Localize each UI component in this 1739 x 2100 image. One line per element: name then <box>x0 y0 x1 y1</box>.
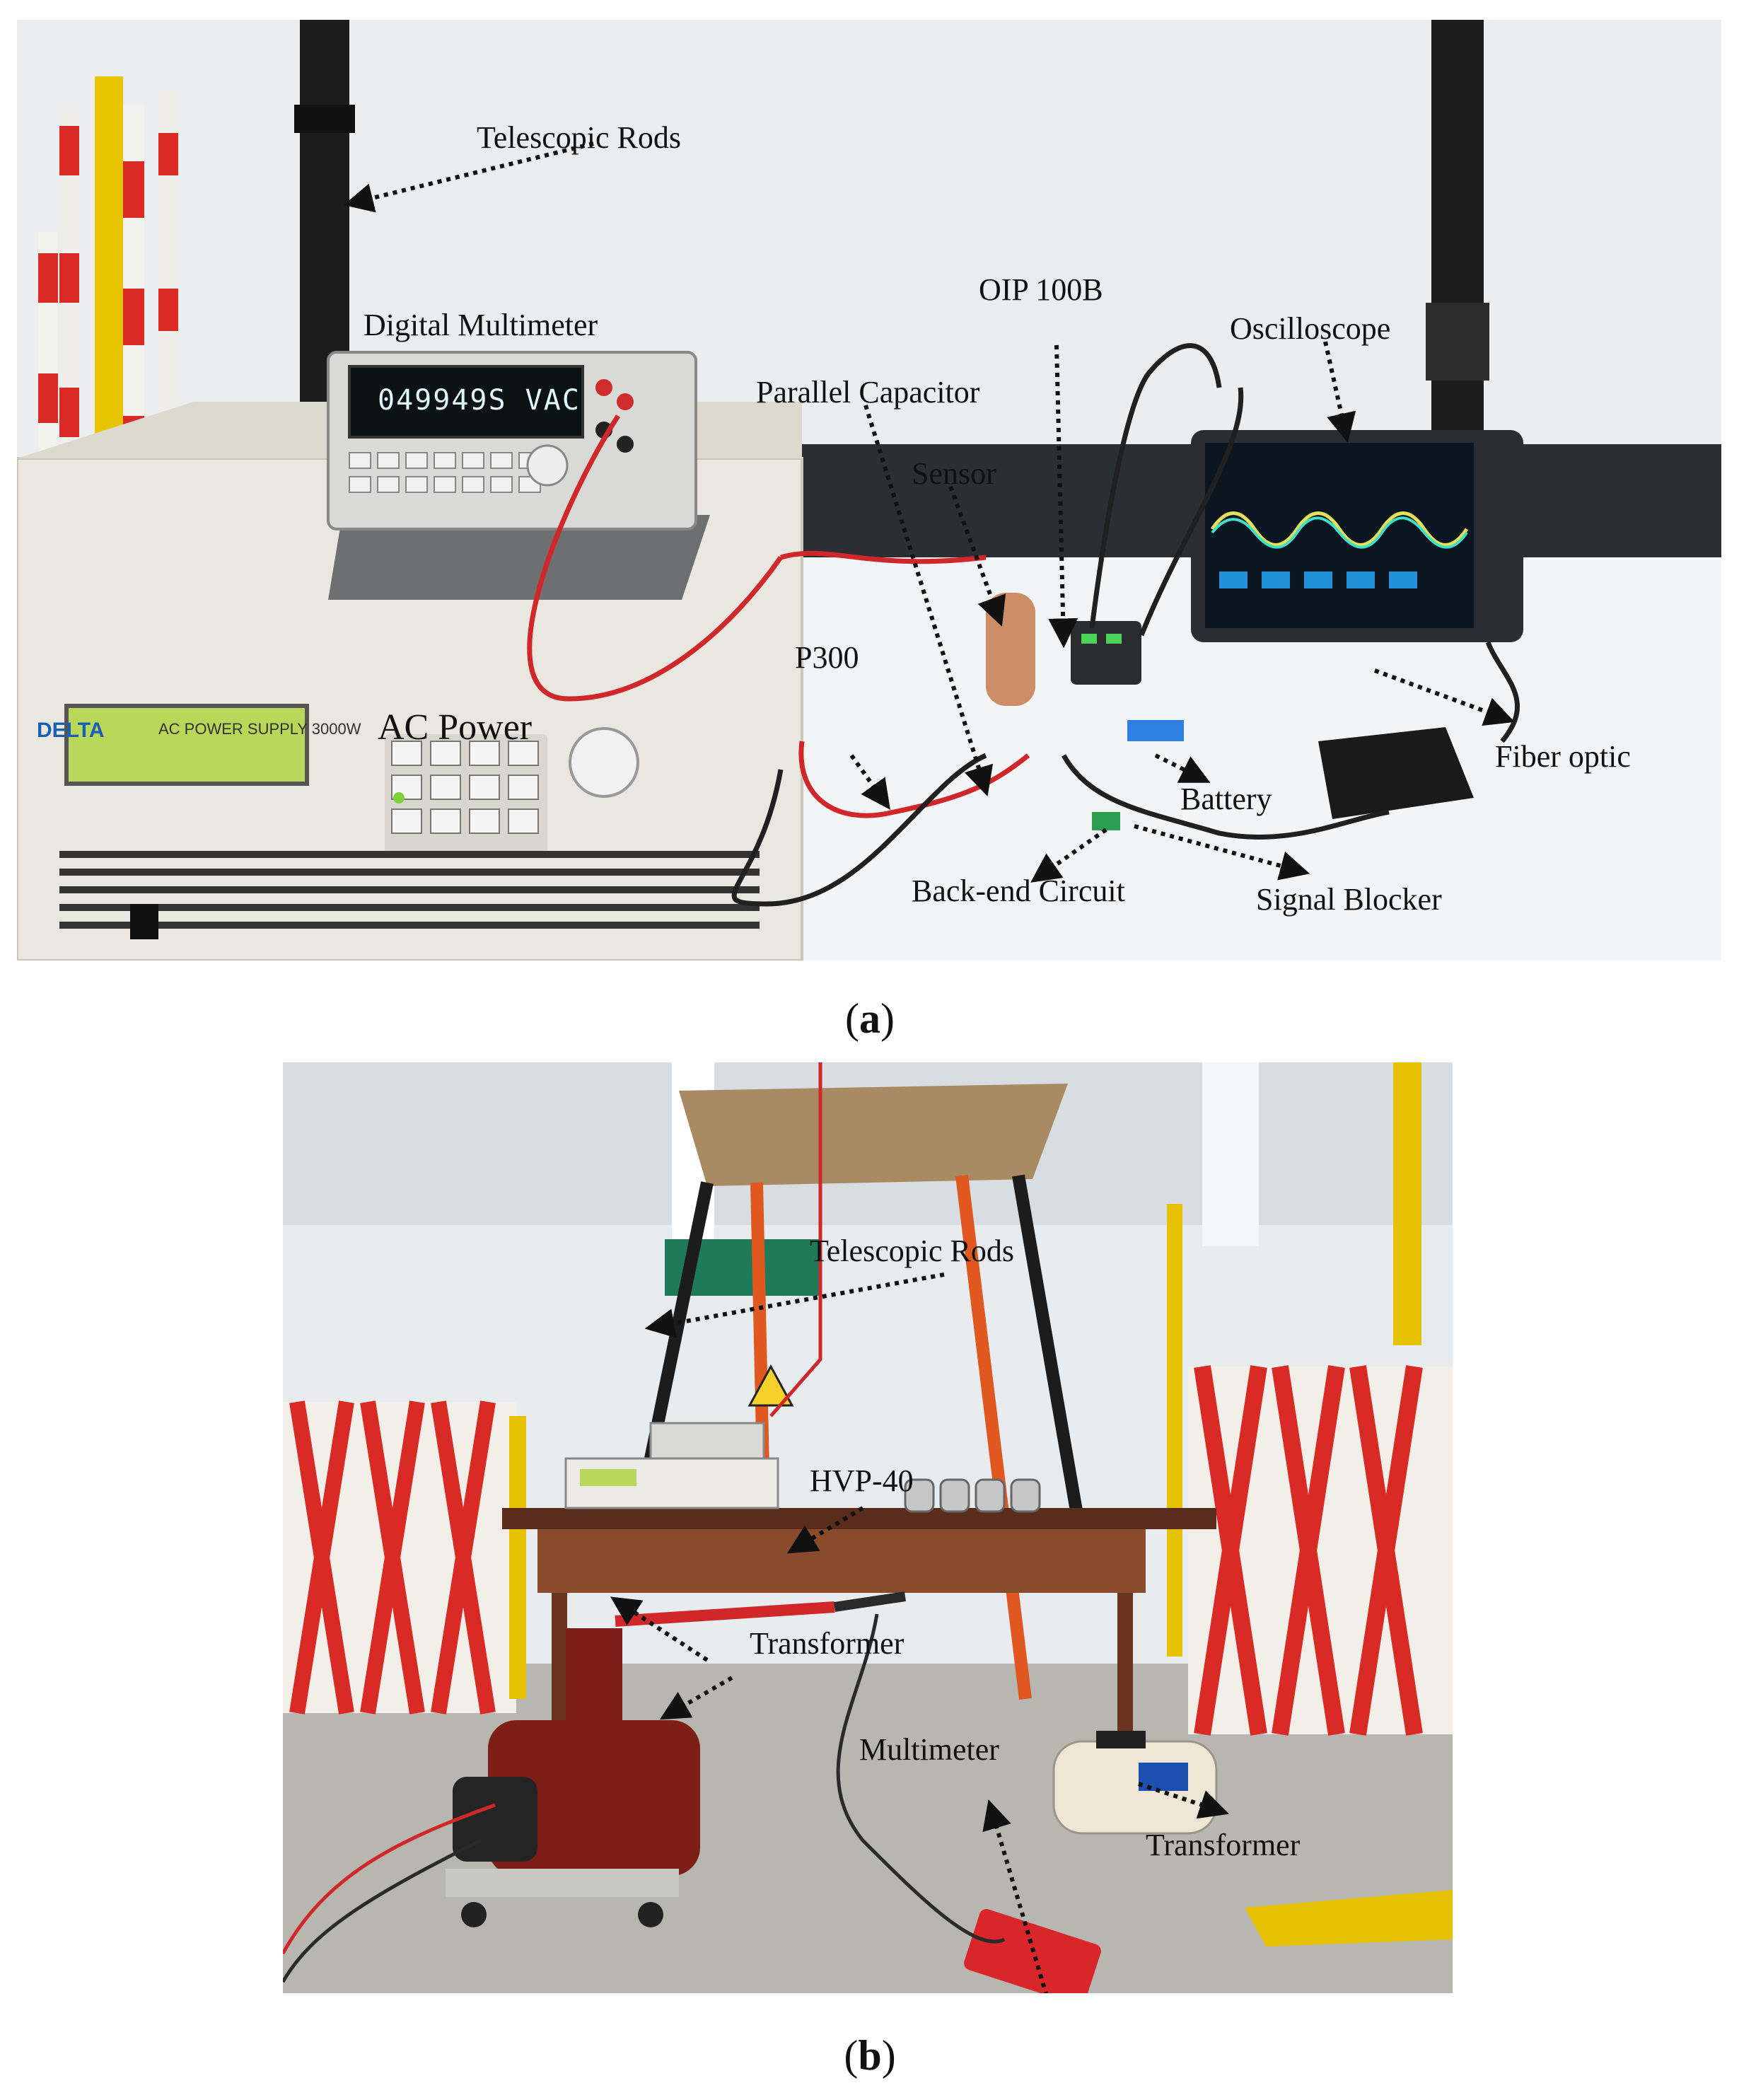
psu-model: AC POWER SUPPLY 3000W <box>158 720 361 738</box>
label-parallel-capacitor: Parallel Capacitor <box>756 375 980 410</box>
cables-b <box>283 1062 1006 1983</box>
oip-100b-device <box>1071 621 1141 685</box>
label-sensor: Sensor <box>912 456 996 491</box>
label-ac-power: AC Power <box>378 707 533 748</box>
label-transformer-left: Transformer <box>750 1626 905 1661</box>
label-oscilloscope: Oscilloscope <box>1230 311 1391 346</box>
fiber-optic-adapter <box>1318 727 1474 819</box>
sensor-tube <box>986 593 1035 706</box>
caption-a: (a) <box>845 995 895 1042</box>
safety-barrier-left <box>283 1400 526 1715</box>
label-digital-multimeter: Digital Multimeter <box>363 308 598 342</box>
cables <box>527 343 1520 907</box>
label-back-end-circuit: Back-end Circuit <box>912 874 1125 908</box>
psu-lcd <box>64 704 309 786</box>
psu-brand: DELTA <box>37 719 105 742</box>
oscilloscope <box>1191 430 1523 642</box>
scope-screen <box>1205 443 1474 628</box>
back-end-circuit-board <box>1092 812 1120 830</box>
digital-multimeter <box>327 351 710 600</box>
rod-joint <box>1426 303 1489 381</box>
hv-transformer <box>446 1628 700 1927</box>
label-telescopic-rods-b: Telescopic Rods <box>810 1234 1014 1268</box>
caption-b-letter: b <box>858 2032 882 2079</box>
label-telescopic-rods-a: Telescopic Rods <box>477 120 681 155</box>
psu-knob <box>569 727 639 798</box>
panel-a-scene <box>17 20 1721 961</box>
grounding-rod <box>1245 1890 1453 1947</box>
panel-b-photo: Telescopic Rods HVP-40 Transformer Multi… <box>283 1062 1453 1993</box>
label-p300: P300 <box>795 640 859 675</box>
rod-joint <box>294 105 355 133</box>
insulating-board <box>679 1084 1068 1186</box>
clamp-multimeter <box>964 1908 1101 1993</box>
annotation-arrows <box>343 141 1515 883</box>
warning-sign <box>748 1364 794 1407</box>
telescopic-rods <box>644 1174 1088 1700</box>
label-hvp-40: HVP-40 <box>810 1463 914 1498</box>
label-multimeter: Multimeter <box>859 1732 999 1767</box>
label-transformer-right: Transformer <box>1146 1828 1301 1862</box>
power-switch <box>130 904 158 939</box>
battery-pack <box>1127 720 1184 741</box>
label-battery: Battery <box>1180 782 1272 816</box>
annotation-arrows-b <box>610 1272 1229 1993</box>
hvp-40-cylinders <box>904 1478 1041 1513</box>
safety-barrier-right <box>1167 1062 1453 1736</box>
digital-multimeter-b <box>649 1422 765 1460</box>
voltage-regulator <box>1052 1731 1218 1835</box>
label-signal-blocker: Signal Blocker <box>1256 882 1442 917</box>
panel-a-photo: 049949S VAC DELTA AC POWER SUPPLY 3000W … <box>17 20 1721 961</box>
dmm-reading: 049949S VAC <box>378 384 581 417</box>
caption-a-letter: a <box>859 995 880 1042</box>
dmm-display <box>348 365 584 439</box>
hv-probe <box>615 1601 835 1627</box>
panel-b-scene <box>283 1062 1453 1993</box>
label-fiber-optic: Fiber optic <box>1495 739 1631 774</box>
wooden-table <box>502 1508 1216 1756</box>
label-oip-100b: OIP 100B <box>979 272 1103 307</box>
caption-b: (b) <box>844 2032 896 2079</box>
